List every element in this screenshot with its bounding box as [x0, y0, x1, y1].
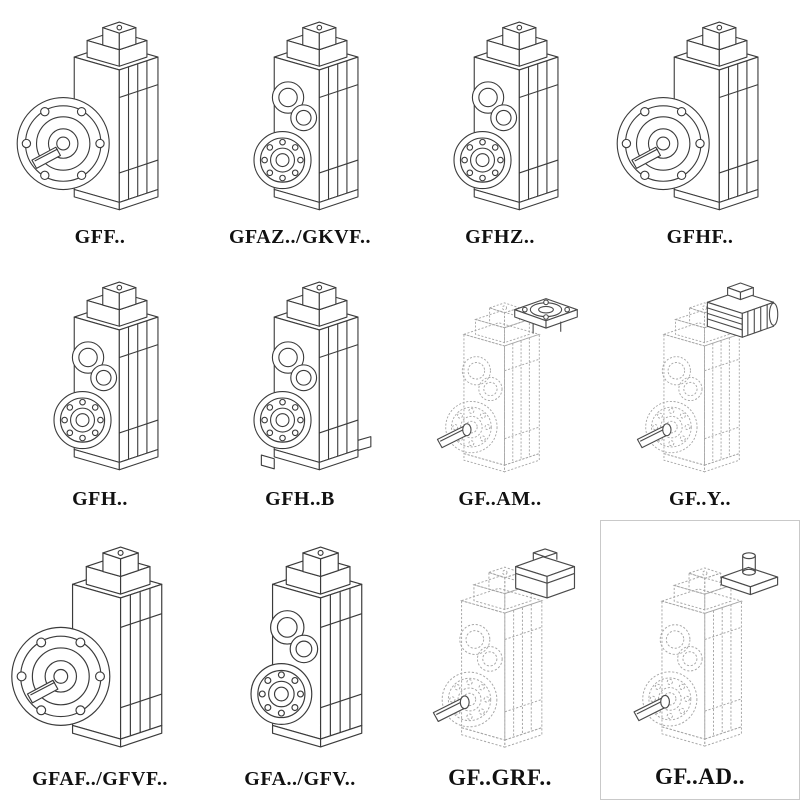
- gearbox-line-art-icon: [202, 533, 398, 759]
- gearbox-variant-use: [634, 553, 778, 746]
- parallel-shaft-gearbox-hollow-shaft-foot-mounted: [202, 262, 398, 488]
- catalog-item-1: GFF..: [0, 0, 200, 258]
- gearbox-variant-use: [433, 549, 574, 747]
- gearbox-line-art-icon: [608, 9, 792, 221]
- gearbox-line-art-icon: [8, 9, 192, 221]
- gearbox-variant-use: [12, 547, 162, 747]
- model-label: GFAF../GFVF..: [32, 768, 168, 790]
- phantom-gearbox-with-input-shaft-adapter: [603, 525, 797, 764]
- catalog-item-2: GFAZ../GKVF..: [200, 0, 400, 258]
- catalog-item-3: GFHZ..: [400, 0, 600, 258]
- gearbox-line-art-icon: [208, 269, 392, 481]
- gearbox-line-art-icon: [603, 531, 797, 757]
- model-label: GFA../GFV..: [244, 768, 356, 790]
- gearbox-line-art-icon: [608, 269, 792, 481]
- gearbox-variant-use: [54, 282, 158, 470]
- gearbox-variant-use: [254, 22, 358, 210]
- phantom-gearbox-with-adapter-housing: [402, 524, 598, 765]
- catalog-item-7: GF..AM..: [400, 258, 600, 520]
- phantom-gearbox-with-mounted-motor: [602, 262, 798, 488]
- catalog-item-12: GF..AD..: [600, 520, 800, 800]
- model-label: GF..GRF..: [448, 764, 552, 790]
- phantom-gearbox-with-motor-adapter-flange: [402, 262, 598, 488]
- gearbox-variant-use: [437, 299, 577, 472]
- parallel-shaft-gearbox-output-flange: [2, 524, 198, 768]
- catalog-item-8: GF..Y..: [600, 258, 800, 520]
- model-label: GFHZ..: [465, 226, 535, 248]
- model-label: GFF..: [74, 226, 126, 248]
- parallel-shaft-gearbox-output-flange: [2, 4, 198, 226]
- parallel-shaft-gearbox-hollow-shaft: [202, 524, 398, 768]
- gearbox-variant-use: [254, 282, 371, 470]
- gearbox-line-art-icon: [2, 533, 198, 759]
- model-label: GF..AM..: [458, 488, 542, 510]
- parallel-shaft-gearbox-output-flange: [602, 4, 798, 226]
- gearbox-line-art-icon: [208, 9, 392, 221]
- catalog-item-10: GFA../GFV..: [200, 520, 400, 800]
- model-label: GFH..B: [265, 488, 335, 510]
- model-label: GF..Y..: [668, 488, 732, 510]
- model-label: GFAZ../GKVF..: [228, 226, 372, 248]
- gearbox-line-art-icon: [402, 531, 598, 757]
- catalog-item-9: GFAF../GFVF..: [0, 520, 200, 800]
- model-label: GFH..: [72, 488, 128, 510]
- gearbox-variant-use: [617, 22, 758, 210]
- catalog-item-6: GFH..B: [200, 258, 400, 520]
- gearbox-variant-use: [251, 547, 362, 747]
- gearbox-line-art-icon: [8, 269, 192, 481]
- gearbox-line-art-icon: [408, 269, 592, 481]
- model-label: GFHF..: [666, 226, 734, 248]
- parallel-shaft-gearbox-hollow-shaft: [202, 4, 398, 226]
- gearbox-variant-use: [637, 283, 777, 472]
- gearbox-variant-use: [17, 22, 158, 210]
- model-label: GF..AD..: [654, 763, 746, 789]
- gearbox-line-art-icon: [408, 9, 592, 221]
- catalog-item-11: GF..GRF..: [400, 520, 600, 800]
- catalog-item-4: GFHF..: [600, 0, 800, 258]
- parallel-shaft-gearbox-hollow-shaft: [2, 262, 198, 488]
- catalog-item-5: GFH..: [0, 258, 200, 520]
- gearbox-variant-use: [454, 22, 558, 210]
- parallel-shaft-gearbox-hollow-shaft: [402, 4, 598, 226]
